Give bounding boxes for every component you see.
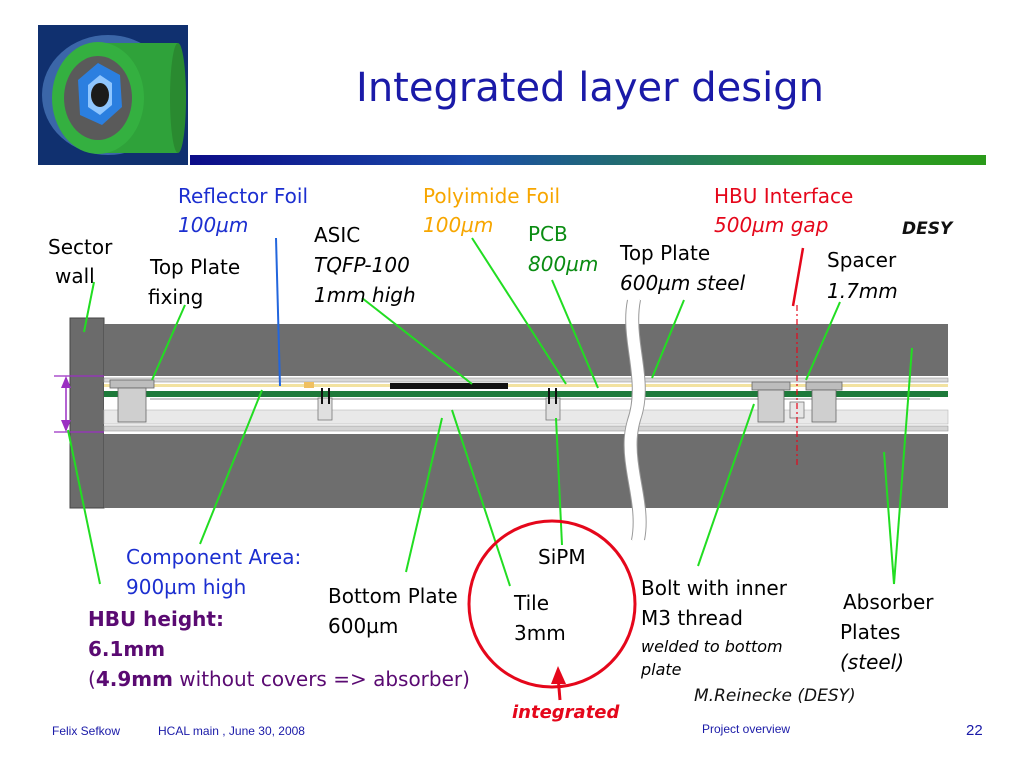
footer-page-number: 22 — [966, 722, 983, 739]
label-absorber: Absorber — [843, 590, 934, 614]
reflector-foil-leader — [275, 237, 281, 387]
absorber-plate-bottom — [104, 434, 948, 508]
label-reflector-foil-thickness: 100µm — [178, 213, 249, 237]
footer-section: Project overview — [702, 722, 791, 736]
title-underline — [190, 155, 986, 165]
label-top-plate: Top Plate — [620, 241, 711, 265]
label-integrated: integrated — [512, 702, 620, 723]
label-spacer-height: 1.7mm — [827, 279, 898, 303]
label-bolt-welded: welded to bottom — [641, 637, 783, 656]
hbu-interface-leader — [791, 247, 805, 307]
footer-meeting: HCAL main , June 30, 2008 — [158, 724, 305, 738]
label-bolt-plate: plate — [641, 660, 682, 679]
footer-author: Felix Sefkow — [52, 724, 121, 738]
label-bottom-plate: Bottom Plate — [328, 584, 458, 608]
label-absorber-material: (steel) — [840, 650, 905, 674]
absorber-plate-top — [104, 324, 948, 376]
label-top-plate-fixing-1: Top Plate — [150, 255, 241, 279]
integrated-highlight-circle — [467, 519, 637, 689]
label-top-plate-thickness: 600µm steel — [620, 271, 746, 295]
label-absorber-plates: Plates — [840, 620, 901, 644]
label-hbu-height-note: (4.9mm without covers => absorber) — [88, 667, 470, 691]
page-title: Integrated layer design — [356, 65, 824, 111]
sector-wall — [69, 317, 105, 509]
label-tile: Tile — [514, 591, 550, 615]
label-hbu-interface: HBU Interface — [714, 184, 854, 208]
label-asic-package: TQFP-100 — [314, 253, 410, 277]
label-sipm: SiPM — [538, 545, 586, 569]
label-hbu-interface-gap: 500µm gap — [714, 213, 829, 237]
label-asic: ASIC — [314, 223, 361, 247]
desy-badge: DESY — [902, 219, 953, 239]
label-tile-thickness: 3mm — [514, 621, 566, 645]
label-polyimide-foil: Polyimide Foil — [423, 184, 561, 208]
diagram-credit: M.Reinecke (DESY) — [694, 686, 856, 706]
label-top-plate-fixing-2: fixing — [148, 285, 204, 309]
label-sector-wall-1: Sector — [48, 235, 113, 259]
label-bolt-thread: M3 thread — [641, 606, 743, 630]
label-reflector-foil: Reflector Foil — [178, 184, 308, 208]
label-component-area-height: 900µm high — [126, 575, 247, 599]
label-sector-wall-2: wall — [55, 264, 95, 288]
hbu-layer — [103, 376, 949, 434]
label-pcb-thickness: 800µm — [528, 252, 599, 276]
label-asic-height: 1mm high — [314, 283, 416, 307]
label-spacer: Spacer — [827, 248, 897, 272]
label-component-area: Component Area: — [126, 545, 302, 569]
label-bolt: Bolt with inner — [641, 576, 787, 600]
label-hbu-height: HBU height: — [88, 607, 224, 631]
integrated-arrow — [551, 666, 566, 684]
detector-thumbnail — [38, 25, 188, 165]
asic-chip — [390, 383, 508, 389]
leader-lines — [67, 237, 913, 587]
label-bottom-plate-thickness: 600µm — [328, 614, 399, 638]
label-hbu-height-value: 6.1mm — [88, 637, 166, 661]
label-polyimide-foil-thickness: 100µm — [423, 213, 494, 237]
label-pcb: PCB — [528, 222, 568, 246]
